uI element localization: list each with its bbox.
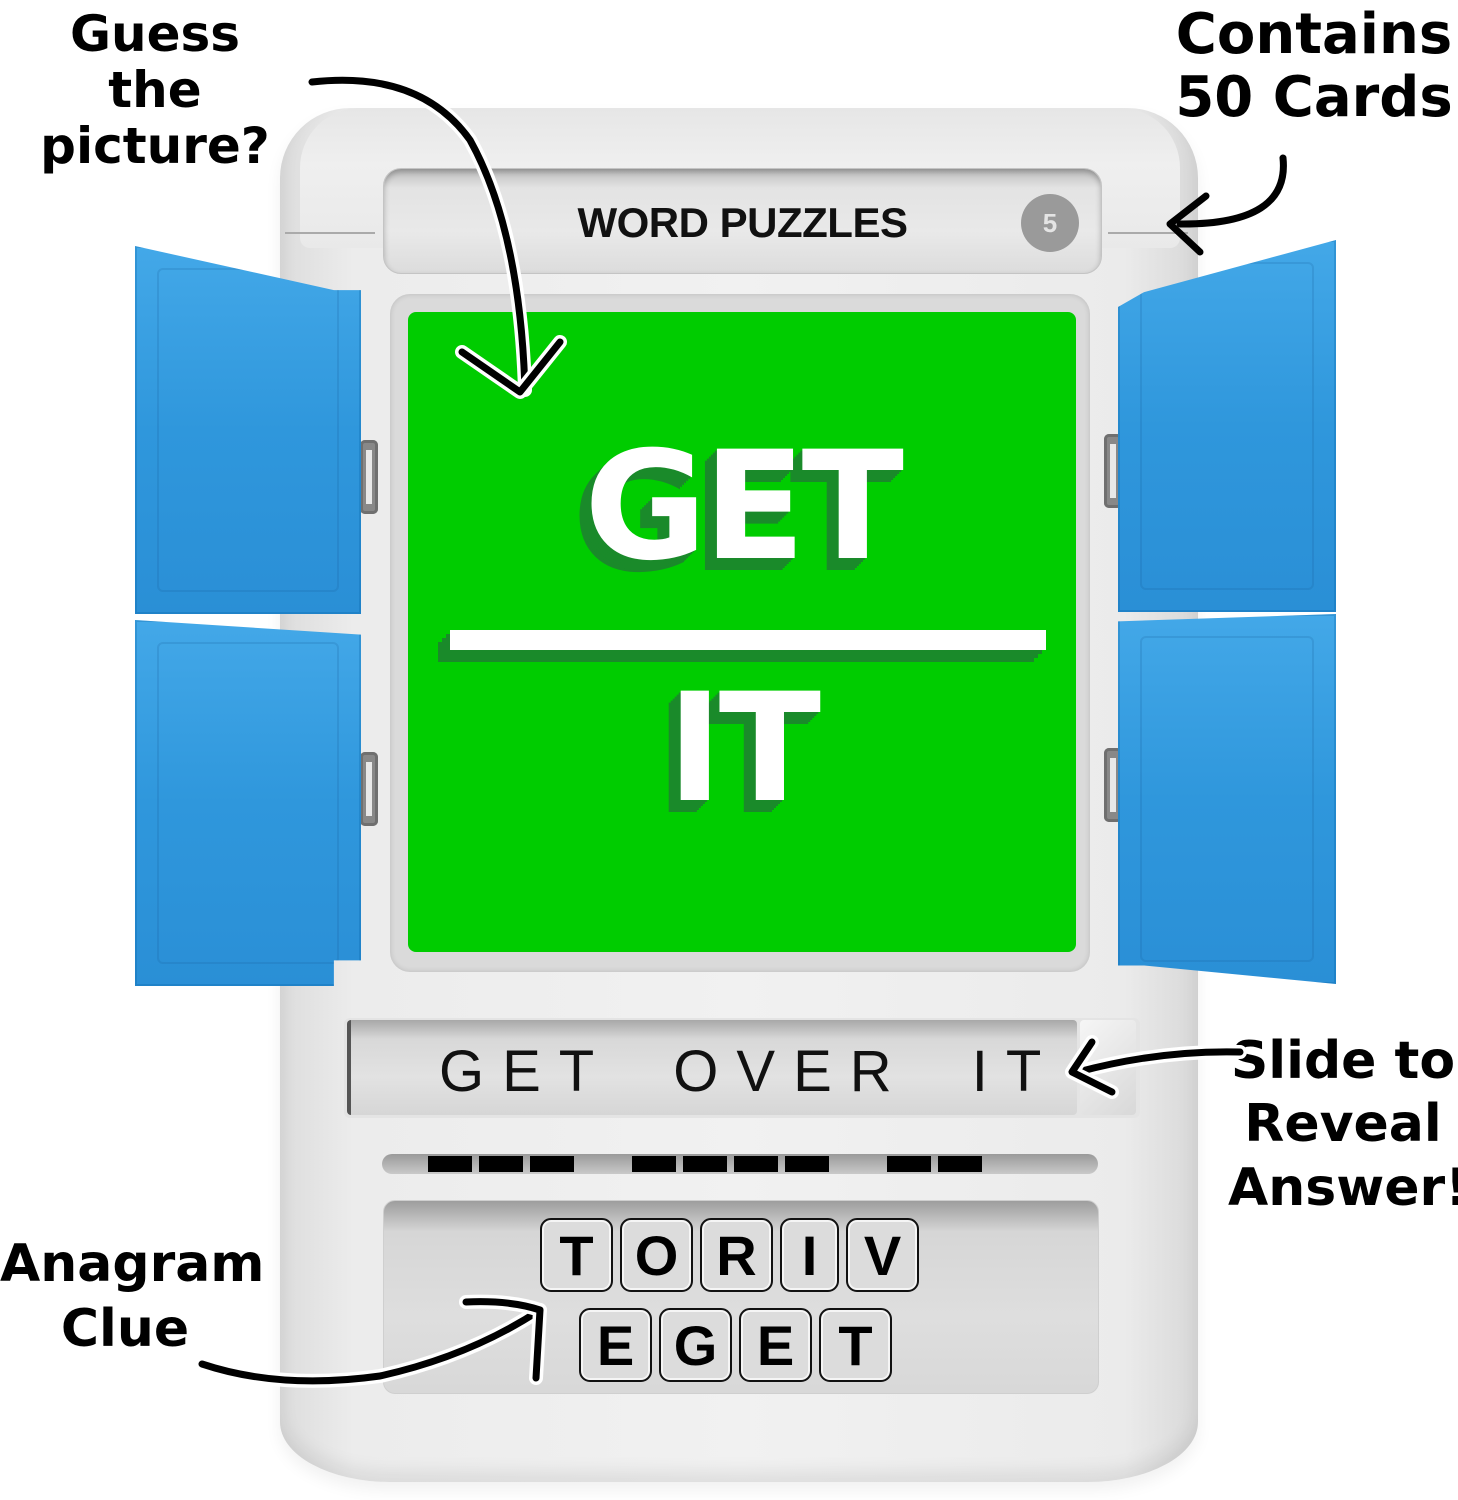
annotation-line: Slide to — [1230, 1031, 1456, 1091]
annotation-slide-reveal: Slide to Reveal Answer! — [1228, 1030, 1458, 1220]
annotation-line: Guess — [69, 5, 241, 63]
picture-word-bottom: IT — [666, 662, 821, 836]
anagram-row-2: E G E T — [579, 1308, 892, 1382]
letter-blank — [683, 1156, 727, 1172]
anagram-tile: I — [780, 1218, 839, 1292]
letter-blank — [734, 1156, 778, 1172]
category-title: WORD PUZZLES — [577, 199, 908, 246]
anagram-tile: T — [540, 1218, 613, 1292]
annotation-line: Anagram — [0, 1234, 265, 1294]
hinge-icon — [360, 752, 378, 826]
card-slot-seam-right — [1108, 232, 1188, 234]
picture-divider-line — [450, 630, 1046, 650]
letter-count-bar — [382, 1154, 1098, 1174]
annotation-anagram-clue: Anagram Clue — [0, 1232, 265, 1362]
letter-blank — [479, 1156, 523, 1172]
letter-blank — [530, 1156, 574, 1172]
puzzle-picture-card: GET IT — [408, 312, 1076, 952]
word-gap — [836, 1156, 880, 1172]
hinge-icon — [1104, 748, 1122, 822]
anagram-tile: E — [579, 1308, 652, 1382]
anagram-tile: V — [846, 1218, 919, 1292]
letter-blank — [887, 1156, 931, 1172]
annotation-line: Answer! — [1228, 1157, 1458, 1218]
annotation-line: the picture? — [40, 61, 270, 175]
annotation-line: 50 Cards — [1175, 64, 1453, 130]
hinge-icon — [1104, 434, 1122, 508]
flap-left-bottom[interactable] — [135, 620, 361, 986]
category-title-bar: WORD PUZZLES 5 — [383, 168, 1102, 274]
anagram-tile: E — [739, 1308, 812, 1382]
flap-left-top[interactable] — [135, 246, 361, 614]
anagram-tile: G — [659, 1308, 732, 1382]
answer-text: GET OVER IT — [439, 1039, 1060, 1104]
flap-right-bottom[interactable] — [1118, 614, 1336, 984]
anagram-tile: T — [819, 1308, 892, 1382]
flap-right-top[interactable] — [1118, 240, 1336, 612]
annotation-line: Clue — [60, 1299, 190, 1359]
answer-window: GET OVER IT — [347, 1020, 1077, 1115]
annotation-guess-picture: Guess the picture? — [0, 6, 310, 174]
annotation-line: Reveal — [1244, 1094, 1442, 1155]
letter-blank — [632, 1156, 676, 1172]
anagram-row-1: T O R I V — [540, 1218, 919, 1292]
hinge-icon — [360, 440, 378, 514]
letter-blank — [785, 1156, 829, 1172]
letter-blank — [428, 1156, 472, 1172]
annotation-contains-cards: Contains 50 Cards — [1170, 2, 1458, 130]
card-slot-seam-left — [285, 232, 375, 234]
word-gap — [581, 1156, 625, 1172]
reveal-slider-handle[interactable] — [1080, 1020, 1136, 1115]
picture-word-top: GET — [584, 420, 904, 594]
anagram-tile: O — [620, 1218, 693, 1292]
annotation-line: Contains — [1175, 2, 1453, 67]
card-number-badge: 5 — [1021, 194, 1079, 252]
anagram-tile: R — [700, 1218, 773, 1292]
letter-blank — [938, 1156, 982, 1172]
